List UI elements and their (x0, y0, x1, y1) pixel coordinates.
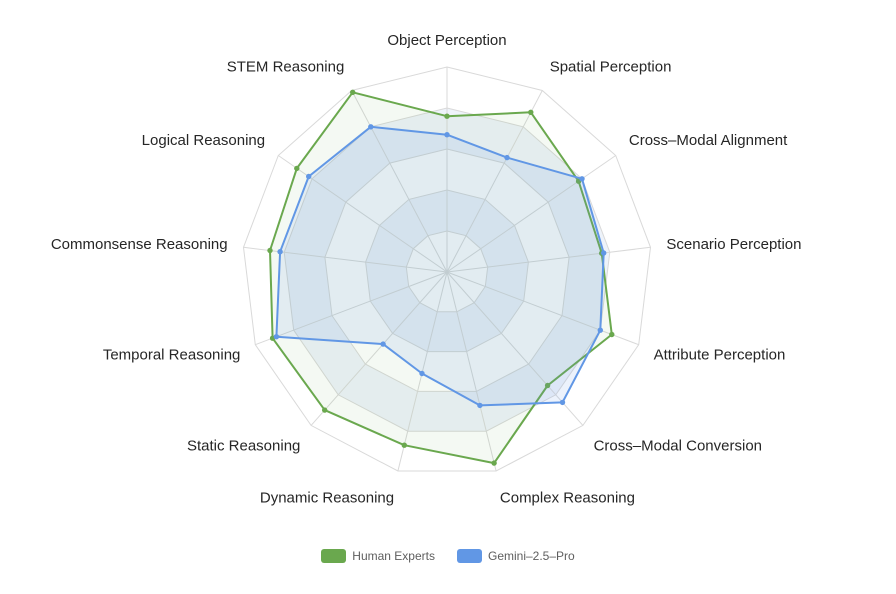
axis-label: Object Perception (387, 32, 506, 49)
data-point[interactable] (544, 382, 551, 389)
axis-label: Commonsense Reasoning (51, 236, 228, 253)
data-point[interactable] (559, 399, 566, 406)
data-point[interactable] (601, 250, 607, 256)
axis-label: Logical Reasoning (142, 132, 265, 149)
axis-label: Static Reasoning (187, 438, 300, 455)
axis-line (278, 155, 448, 273)
data-point[interactable] (579, 176, 585, 182)
data-point[interactable] (444, 132, 450, 138)
chart-legend: Human Experts Gemini–2.5–Pro (0, 549, 896, 563)
axis-label: Spatial Perception (550, 59, 672, 76)
axis-line (446, 271, 639, 346)
axis-line (255, 271, 448, 346)
series-polygon-0 (269, 91, 613, 465)
legend-label-human-experts: Human Experts (352, 549, 435, 563)
axis-line (446, 90, 543, 273)
axis-label: Complex Reasoning (500, 489, 635, 506)
axis-label: Dynamic Reasoning (260, 489, 394, 506)
data-point[interactable] (401, 442, 407, 448)
axis-label: Cross–Modal Conversion (594, 438, 762, 455)
legend-item-gemini[interactable]: Gemini–2.5–Pro (456, 549, 575, 563)
data-point[interactable] (277, 249, 283, 255)
axis-label: Temporal Reasoning (103, 346, 241, 363)
axis-label: Scenario Perception (666, 236, 801, 253)
data-point[interactable] (273, 334, 280, 340)
data-point[interactable] (504, 154, 510, 161)
axis-line (446, 246, 651, 273)
data-point[interactable] (528, 109, 534, 116)
axis-label: Cross–Modal Alignment (629, 132, 788, 149)
data-point[interactable] (477, 402, 483, 409)
data-point[interactable] (294, 165, 300, 172)
data-point[interactable] (306, 173, 312, 180)
axis-label: Attribute Perception (654, 346, 786, 363)
data-point[interactable] (491, 460, 497, 466)
data-point[interactable] (267, 247, 273, 254)
data-point[interactable] (597, 327, 603, 333)
data-point[interactable] (609, 331, 615, 338)
axis-line (446, 271, 497, 472)
legend-swatch-human-experts (321, 549, 347, 563)
axis-line (446, 271, 584, 426)
legend-item-human-experts[interactable]: Human Experts (321, 549, 435, 563)
axis-line (310, 271, 448, 426)
legend-swatch-gemini (456, 549, 482, 563)
data-point[interactable] (350, 89, 356, 96)
axis-line (351, 90, 448, 273)
axis-label: STEM Reasoning (227, 59, 345, 76)
data-point[interactable] (380, 341, 386, 347)
data-point[interactable] (444, 113, 450, 119)
legend-label-gemini: Gemini–2.5–Pro (487, 549, 575, 563)
data-point[interactable] (419, 370, 425, 377)
data-point[interactable] (322, 407, 328, 413)
axis-line (446, 155, 616, 273)
series-polygon-1 (275, 125, 605, 407)
data-point[interactable] (368, 124, 374, 130)
